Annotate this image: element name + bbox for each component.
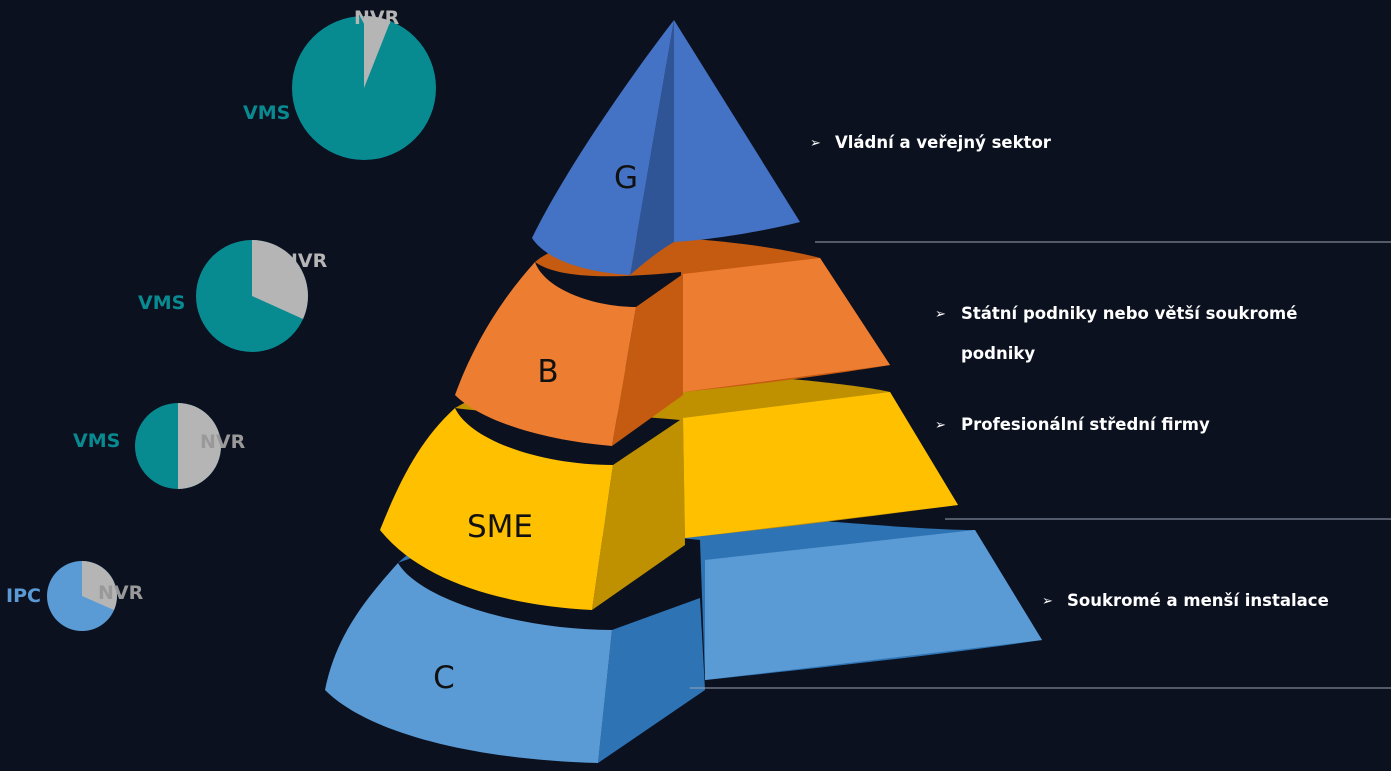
pie-1-slice-nvr [252,240,308,319]
tier-b-letter: B [537,354,558,390]
pie-chart-g: NVR VMS [243,7,436,160]
description-b: ➢ Státní podniky nebo větší soukromé pod… [935,304,1297,363]
tier-sme [380,368,958,610]
tier-sme-right-face [683,392,958,538]
bullet-arrow-icon: ➢ [935,418,946,433]
description-b-line-1: Státní podniky nebo větší soukromé [961,304,1297,323]
tier-c-edge-face [598,598,705,763]
pie-0-slice-nvr [364,15,391,88]
pie-1-label-vms: VMS [138,292,185,314]
pie-1-label-nvr: NVR [282,250,328,272]
description-sme: ➢ Profesionální střední firmy [935,415,1210,434]
tier-sme-letter: SME [467,509,533,545]
tier-g-right-face [674,20,800,242]
pie-0-label-vms: VMS [243,102,290,124]
bullet-arrow-icon: ➢ [1042,594,1053,609]
tier-g-letter: G [614,160,638,196]
description-b-line-2: podniky [961,344,1035,363]
pie-3-slice-nvr [82,561,117,610]
tier-c-right-face [705,530,1042,680]
description-g-text: Vládní a veřejný sektor [835,133,1052,152]
pie-0-label-nvr: NVR [354,7,400,29]
pie-chart-b: NVR VMS [138,240,328,352]
tier-g [532,20,800,275]
pie-2-label-nvr: NVR [200,431,246,453]
tier-sme-front-face [380,408,613,610]
bullet-arrow-icon: ➢ [810,136,821,151]
tier-b-front-face [455,262,636,446]
tier-sme-edge-face [592,418,685,610]
tier-c-front-face [325,563,612,763]
pie-3-label-ipc: IPC [6,585,41,607]
tier-b-edge-face [612,274,683,446]
description-c-text: Soukromé a menší instalace [1067,591,1329,610]
pie-2-label-vms: VMS [73,430,120,452]
tier-g-front-face [532,20,674,275]
tier-c-letter: C [433,660,455,696]
tier-b-right-face [683,258,890,392]
description-c: ➢ Soukromé a menší instalace [1042,591,1329,610]
pie-3-label-nvr: NVR [98,582,144,604]
description-g: ➢ Vládní a veřejný sektor [810,133,1052,152]
tier-b [455,236,890,446]
tier-c [325,507,1042,763]
pie-chart-c: NVR IPC [6,561,144,631]
pyramid: G B SME C [325,20,1042,763]
description-sme-text: Profesionální střední firmy [961,415,1210,434]
bullet-arrow-icon: ➢ [935,307,946,322]
pie-2-slice-nvr [178,403,221,489]
pie-chart-sme: NVR VMS [73,403,246,489]
